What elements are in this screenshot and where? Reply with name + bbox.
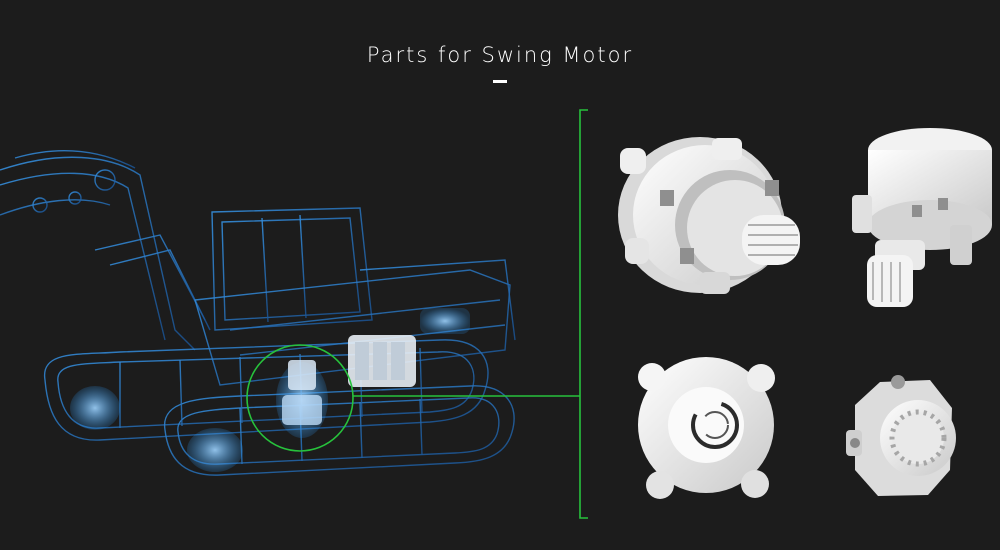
hydraulic-pump-illustration [348,335,416,387]
callout-connector [353,109,588,519]
highlight-circle [246,344,354,452]
valve-housing-icon [846,375,956,496]
excavator-wireframe-illustration [0,150,516,476]
port-plate-icon [638,357,775,499]
final-drive-left-illustration [70,308,470,472]
swing-motor-gear-icon [618,137,800,294]
title-underline [493,80,507,83]
page-title: Parts for Swing Motor [366,43,634,67]
swing-motor-housing-icon [852,128,992,307]
swing-motor-highlight-illustration [246,344,354,452]
